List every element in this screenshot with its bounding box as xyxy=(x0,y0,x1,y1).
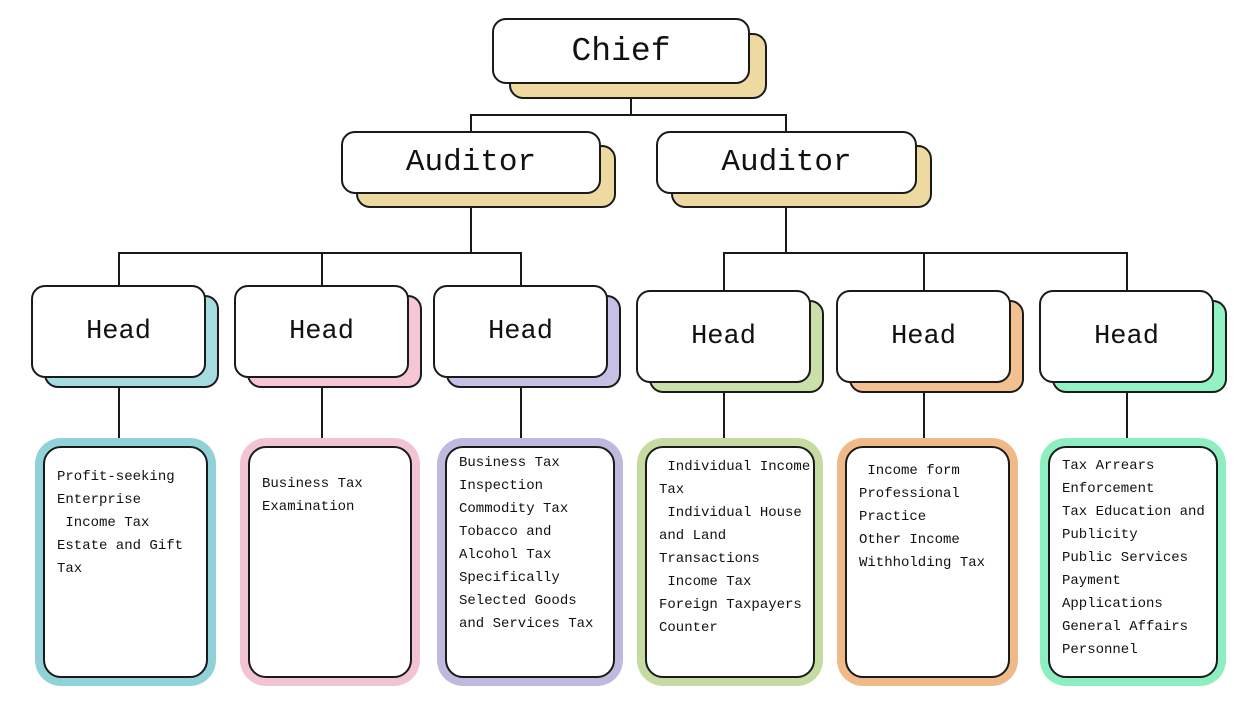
head-5-label: Head xyxy=(836,290,1011,383)
chief-label: Chief xyxy=(492,18,750,84)
head-6-label: Head xyxy=(1039,290,1214,383)
node-auditor-2: Auditor xyxy=(656,131,932,208)
duty-panel-4: Individual Income Tax Individual House a… xyxy=(645,446,815,678)
connector-left-head-rail xyxy=(118,252,522,292)
auditor-2-label: Auditor xyxy=(656,131,917,194)
head-4-label: Head xyxy=(636,290,811,383)
duty-panel-5: Income form Professional Practice Other … xyxy=(845,446,1010,678)
auditor-1-label: Auditor xyxy=(341,131,601,194)
node-head-6: Head xyxy=(1039,290,1227,393)
head-1-label: Head xyxy=(31,285,206,378)
duty-panel-1: Profit-seeking Enterprise Income Tax Est… xyxy=(43,446,208,678)
node-chief: Chief xyxy=(492,18,767,99)
node-auditor-1: Auditor xyxy=(341,131,616,208)
node-head-1: Head xyxy=(31,285,219,388)
node-head-3: Head xyxy=(433,285,621,388)
head-2-label: Head xyxy=(234,285,409,378)
node-head-4: Head xyxy=(636,290,824,393)
head-3-label: Head xyxy=(433,285,608,378)
duty-panel-6: Tax Arrears Enforcement Tax Education an… xyxy=(1048,446,1218,678)
node-head-5: Head xyxy=(836,290,1024,393)
duty-panel-3: Business Tax Inspection Commodity Tax To… xyxy=(445,446,615,678)
node-head-2: Head xyxy=(234,285,422,388)
duty-panel-2: Business Tax Examination xyxy=(248,446,412,678)
connector-right-head-rail xyxy=(723,252,1128,296)
